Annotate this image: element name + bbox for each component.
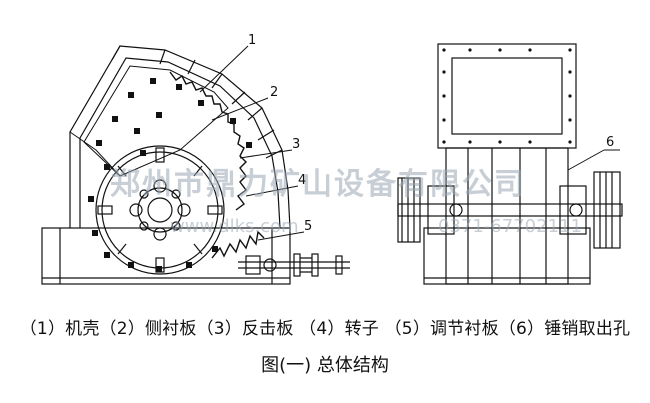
impact-plate: [169, 71, 247, 211]
side-section-view: [41, 45, 350, 285]
end-view: [397, 43, 623, 285]
side-liner-plate: [83, 65, 229, 177]
callout-6: 6: [606, 135, 614, 150]
watermark-company: 郑州市鼎力矿山设备有限公司: [110, 167, 526, 202]
hammer-pin-holes: [449, 203, 583, 217]
callout-3: 3: [292, 137, 300, 152]
callout-2: 2: [270, 85, 278, 100]
figure-title: 图(一) 总体结构: [261, 355, 389, 376]
left-pulley: [397, 177, 421, 243]
rotor: [95, 145, 225, 275]
callout-4: 4: [298, 173, 306, 188]
parts-legend: （1）机壳（2）侧衬板（3）反击板 （4）转子 （5）调节衬板（6）锤销取出孔: [19, 319, 631, 339]
main-shaft: [397, 203, 623, 217]
liner-bolts: [88, 78, 252, 272]
adjusting-liner: [211, 230, 265, 259]
base-frame-right: [423, 227, 591, 285]
watermark-site: www.dlks.com: [170, 216, 299, 237]
watermark-phone: 0371-67702111: [438, 216, 582, 237]
right-pulley: [593, 171, 621, 249]
feed-hopper-frame: [437, 43, 577, 149]
right-bearing: [559, 185, 587, 235]
left-bearing: [427, 185, 455, 235]
callout-1: 1: [248, 33, 256, 48]
callout-leaders: [199, 45, 620, 241]
watermark: 郑州市鼎力矿山设备有限公司 www.dlks.com 0371-67702111: [110, 167, 582, 237]
base-frame-left: [41, 227, 291, 285]
adjusting-rod: [238, 253, 350, 277]
casing-plates: [111, 45, 283, 159]
callout-5: 5: [304, 219, 312, 234]
